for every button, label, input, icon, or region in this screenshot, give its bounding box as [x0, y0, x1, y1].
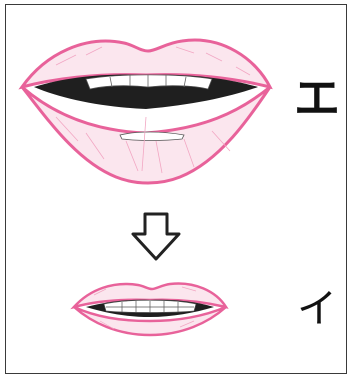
- upper-teeth: [86, 75, 212, 89]
- illustration-frame: エ イ: [5, 4, 347, 374]
- vowel-i-label: イ: [297, 289, 337, 329]
- mouth-e-illustration: [16, 21, 276, 189]
- mouth-i-illustration: [70, 277, 230, 339]
- vowel-e-label: エ: [294, 75, 340, 121]
- down-arrow-icon: [129, 212, 183, 262]
- lower-teeth: [120, 132, 184, 141]
